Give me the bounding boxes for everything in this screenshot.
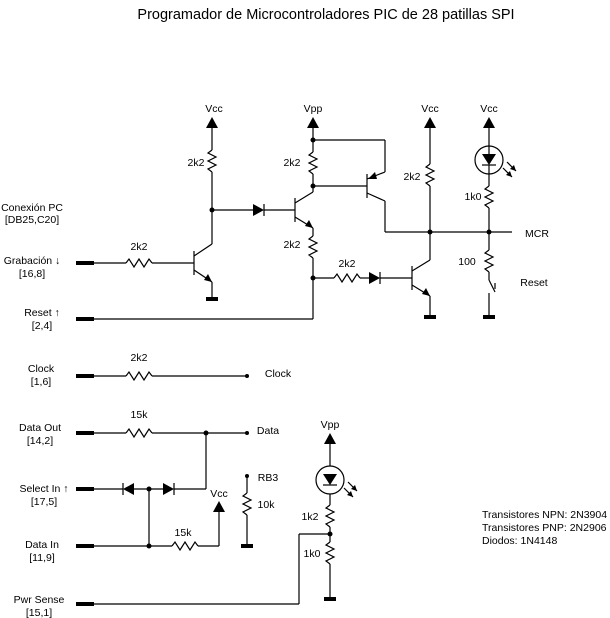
- select-in-pins: [17,5]: [31, 496, 57, 508]
- vcc-label-2: Vcc: [421, 103, 439, 115]
- vcc-label-3: Vcc: [480, 103, 498, 115]
- grabacion-pins: [16,8]: [19, 268, 45, 280]
- select-in-label: Select In ↑: [19, 483, 68, 495]
- reset-resistor-label: 100: [458, 256, 476, 268]
- vcc-label-1: Vcc: [205, 103, 223, 115]
- q4-stage: [313, 232, 436, 319]
- pwr-sense-stage: [94, 433, 358, 605]
- pwr-sense-resistor-bottom-label: 1k0: [304, 548, 321, 560]
- data-out-input-label: Data Out: [19, 422, 61, 434]
- mcr-led-reset-stage: [474, 117, 517, 319]
- vcc1-resistor-label: 2k2: [188, 157, 205, 169]
- clock-output-label: Clock: [265, 368, 292, 380]
- rb3-pulldown: [241, 474, 253, 548]
- data-output-label: Data: [257, 425, 279, 437]
- pc-connection-pins: [DB25,C20]: [5, 214, 59, 226]
- vcc-label-4: Vcc: [210, 488, 228, 500]
- q2-stage: [94, 186, 319, 320]
- reset-input-pins: [2,4]: [32, 320, 53, 332]
- vpp-label-1: Vpp: [304, 103, 323, 115]
- data-out-line: [94, 427, 249, 489]
- clock-line: [94, 370, 249, 382]
- led-resistor-label: 1k0: [465, 191, 482, 203]
- diagram-title: Programador de Microcontroladores PIC de…: [137, 7, 514, 23]
- select-in-line: [94, 483, 206, 546]
- data-in-line: [94, 501, 225, 552]
- rb3-label: RB3: [258, 472, 279, 484]
- data-in-pins: [11,9]: [29, 552, 55, 564]
- data-out-resistor-label: 15k: [131, 409, 149, 421]
- vcc-supply-1: [206, 117, 218, 213]
- note-npn: Transistores NPN: 2N3904: [482, 509, 607, 521]
- vpp-resistor-label: 2k2: [284, 157, 301, 169]
- pwr-sense-pins: [15,1]: [26, 607, 52, 618]
- clock-input-label: Clock: [28, 363, 55, 375]
- data-in-resistor-label: 15k: [175, 527, 193, 539]
- rb3-resistor-label: 10k: [258, 499, 276, 511]
- note-pnp: Transistores PNP: 2N2906: [482, 522, 607, 534]
- clock-input-pins: [1,6]: [31, 376, 52, 388]
- grabacion-label: Grabación ↓: [4, 255, 61, 267]
- pwr-sense-label: Pwr Sense: [14, 594, 65, 606]
- vpp-label-2: Vpp: [321, 419, 340, 431]
- grabacion-resistor-label: 2k2: [131, 241, 148, 253]
- vpp-pnp-stage: [307, 117, 430, 233]
- q4-base-resistor-label: 2k2: [339, 258, 356, 270]
- reset-button-label: Reset: [520, 277, 548, 289]
- vcc2-resistor-label: 2k2: [404, 171, 421, 183]
- clock-resistor-label: 2k2: [131, 352, 148, 364]
- note-diodes: Diodos: 1N4148: [482, 535, 557, 547]
- data-out-input-pins: [14,2]: [27, 435, 53, 447]
- pwr-sense-resistor-top-label: 1k2: [302, 511, 319, 523]
- reset-input-label: Reset ↑: [24, 307, 60, 319]
- vcc-supply-2: [424, 117, 512, 235]
- pc-connection-label: Conexión PC: [1, 202, 63, 214]
- mcr-label: MCR: [525, 228, 549, 240]
- q2-emitter-resistor-label: 2k2: [284, 239, 301, 251]
- data-in-label: Data In: [25, 539, 59, 551]
- grabacion-stage: [94, 210, 218, 301]
